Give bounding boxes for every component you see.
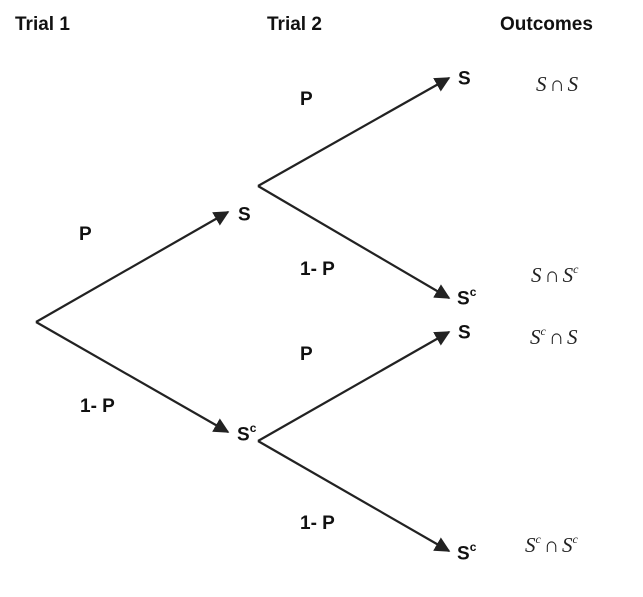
outcome-s-and-sc: S∩Sc xyxy=(531,262,579,287)
node-trial2-s-failure: Sc xyxy=(457,285,477,310)
prob-sc-branch-failure: 1- P xyxy=(300,513,335,534)
node-trial1-failure: Sc xyxy=(237,421,257,446)
prob-sc-branch-success: P xyxy=(300,344,313,365)
branch-s-to-sc xyxy=(257,185,451,299)
header-trial-2: Trial 2 xyxy=(267,14,322,35)
outcome-sc-and-sc: Sc∩Sc xyxy=(525,532,578,557)
header-trial-1: Trial 1 xyxy=(15,14,70,35)
node-trial2-s-success: S xyxy=(458,68,471,90)
header-outcomes: Outcomes xyxy=(500,14,593,35)
branch-sc-to-s xyxy=(257,331,451,442)
prob-first-success: P xyxy=(79,224,92,245)
branch-root-to-s xyxy=(35,211,230,323)
outcome-sc-and-s: Sc∩S xyxy=(530,324,578,349)
node-trial1-success: S xyxy=(238,204,251,226)
prob-first-failure: 1- P xyxy=(80,396,115,417)
prob-s-branch-failure: 1- P xyxy=(300,259,335,280)
branch-s-to-s xyxy=(257,77,451,187)
node-trial2-sc-success: S xyxy=(458,322,471,344)
prob-s-branch-success: P xyxy=(300,89,313,110)
node-trial2-sc-failure: Sc xyxy=(457,540,477,565)
branch-root-to-sc xyxy=(35,321,230,433)
outcome-s-and-s: S∩S xyxy=(536,72,579,96)
branch-sc-to-sc xyxy=(257,440,451,552)
